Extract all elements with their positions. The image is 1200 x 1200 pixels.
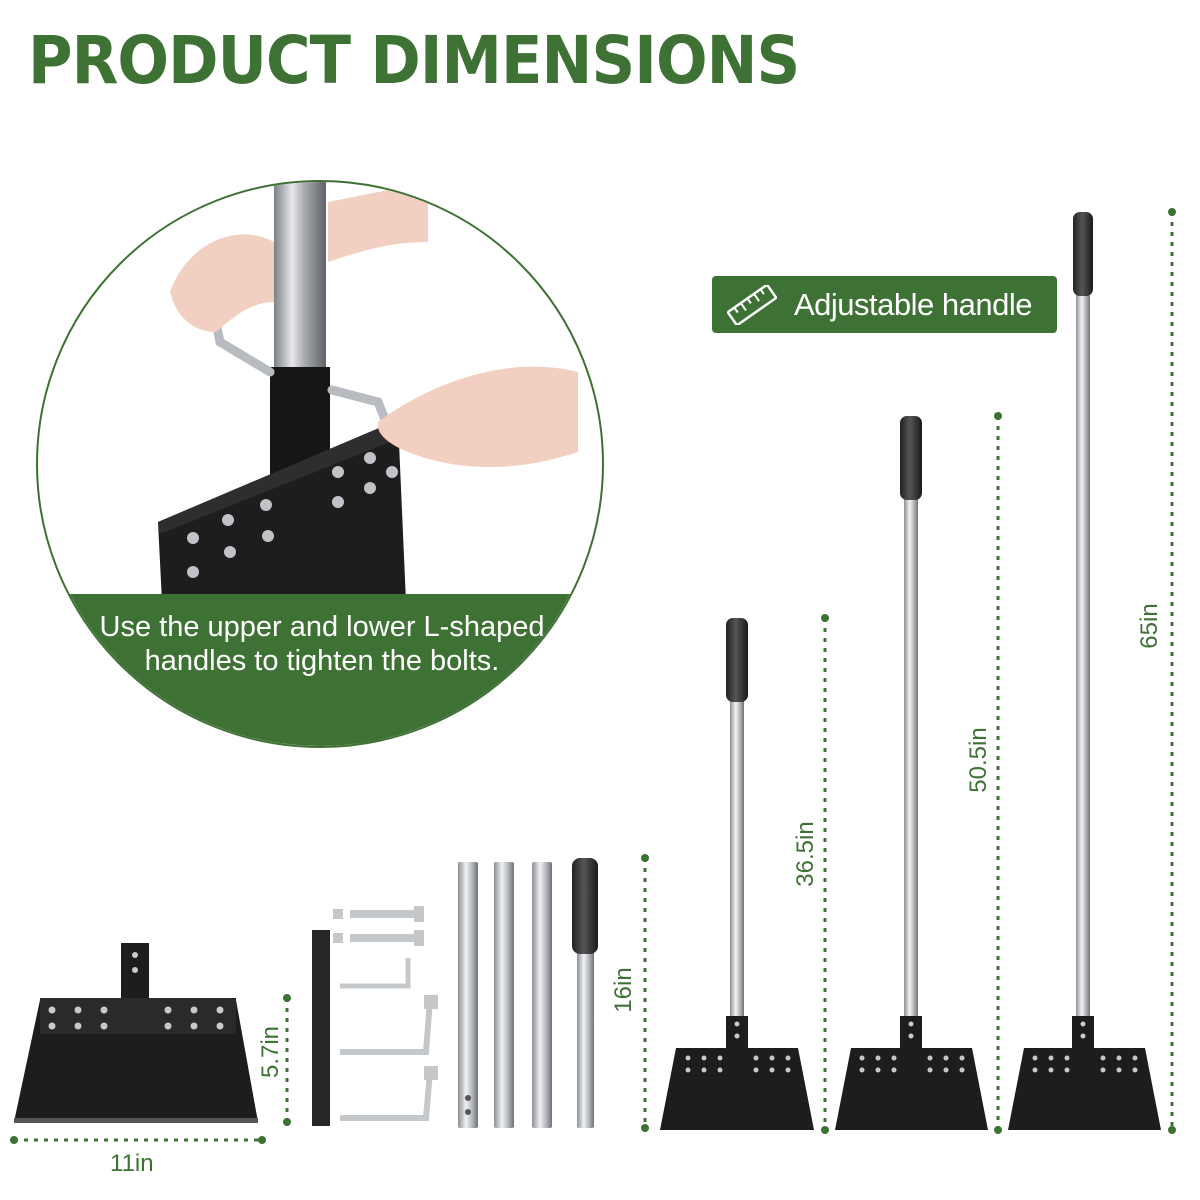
detail-caption: Use the upper and lower L-shaped handles…	[99, 611, 545, 677]
ruler-icon	[726, 284, 778, 325]
segment-length-label: 16in	[610, 967, 637, 1013]
medium-length-label: 50.5in	[965, 727, 992, 793]
page-title: PRODUCT DIMENSIONS	[28, 22, 800, 99]
short-length-label: 36.5in	[792, 821, 819, 887]
blade-height-label: 5.7in	[257, 1025, 284, 1079]
pole-segments	[458, 858, 598, 1128]
tool-long	[1008, 212, 1161, 1130]
blade-part	[14, 943, 258, 1123]
adjustable-handle-badge: Adjustable handle	[712, 276, 1057, 333]
tool-medium	[835, 416, 988, 1130]
tool-short	[660, 618, 814, 1130]
badge-label: Adjustable handle	[794, 286, 1032, 322]
long-length-label: 65in	[1136, 603, 1163, 649]
blade-width-label: 11in	[110, 1150, 154, 1177]
hardware-kit	[312, 906, 438, 1126]
detail-circle: Use the upper and lower L-shaped handles…	[36, 180, 604, 748]
bolt-tightening-illustration	[158, 182, 578, 602]
bolt-icons	[187, 452, 398, 578]
caption-band	[38, 594, 602, 746]
